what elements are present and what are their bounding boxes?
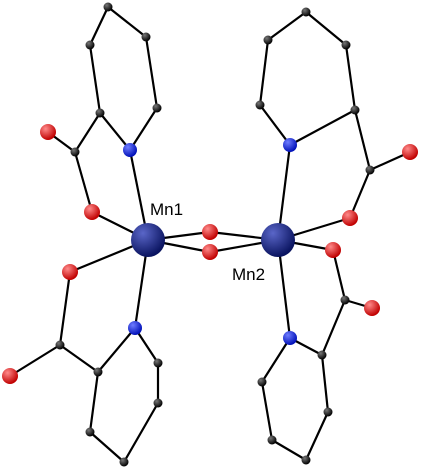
nitrogen-atom-n2 <box>128 321 142 335</box>
bond-c19-c20 <box>260 380 274 442</box>
bond-o9-cc4 <box>331 248 347 302</box>
oxygen-atom-o1 <box>40 124 56 140</box>
carbon-atom-c6 <box>93 367 103 377</box>
oxygen-atom-o3 <box>202 224 218 240</box>
oxygen-atom-o4 <box>202 244 218 260</box>
bond-c6-c7 <box>88 370 100 434</box>
bond-cc1-o2 <box>73 150 94 214</box>
carbon-atom-c2 <box>141 32 151 42</box>
carbon-atom-c17 <box>323 407 333 417</box>
oxygen-atom-o9 <box>325 242 341 258</box>
bond-c7-c8 <box>88 430 126 464</box>
oxygen-atom-o5 <box>62 264 78 280</box>
oxygen-atom-o6 <box>2 368 18 384</box>
mn1-label: Mn1 <box>150 200 184 219</box>
bond-c14-n3 <box>288 108 357 147</box>
nitrogen-atom-n4 <box>283 331 297 345</box>
carbon-atom-c16 <box>317 350 327 360</box>
carbon-atom-c15 <box>255 100 265 110</box>
bond-cc4-c16 <box>320 298 347 357</box>
oxygen-atom-o7 <box>402 144 418 160</box>
carbon-atom-c19 <box>267 435 277 445</box>
bond-n3-c15 <box>258 103 292 147</box>
carbon-atom-c5 <box>85 40 95 50</box>
bond-c4-cc1 <box>73 111 102 154</box>
oxygen-atom-o10 <box>364 300 380 316</box>
atoms-layer <box>2 2 418 467</box>
mn2-label: Mn2 <box>232 265 266 284</box>
bond-c5-c1 <box>88 5 110 47</box>
bond-c13-c14 <box>344 43 357 112</box>
carbon-atom-c18 <box>301 455 311 465</box>
nitrogen-atom-n3 <box>283 138 297 152</box>
bond-c2-c3 <box>144 35 159 110</box>
manganese-atom-mn2 <box>261 223 295 257</box>
carbon-atom-c7 <box>85 427 95 437</box>
carbon-atom-cc3 <box>365 165 375 175</box>
bond-c20-n4 <box>260 336 292 384</box>
carbon-atom-cc2 <box>55 340 65 350</box>
bond-c18-c19 <box>270 438 308 462</box>
bond-c8-c9 <box>122 401 160 464</box>
bond-c3-n1 <box>128 106 159 152</box>
nitrogen-atom-n1 <box>123 143 137 157</box>
carbon-atom-c11 <box>263 35 273 45</box>
carbon-atom-cc4 <box>340 295 350 305</box>
carbon-atom-c20 <box>257 377 267 387</box>
bond-c12-c13 <box>304 10 348 47</box>
bond-c16-c17 <box>320 353 330 414</box>
bond-c14-cc3 <box>353 108 372 172</box>
carbon-atom-c8 <box>119 457 129 467</box>
bond-c17-c18 <box>304 410 330 462</box>
bond-c1-c2 <box>106 5 148 39</box>
bond-n2-c6 <box>96 326 137 374</box>
carbon-atom-c4 <box>95 108 105 118</box>
carbon-atom-c10 <box>153 358 163 368</box>
bond-o5-cc2 <box>58 270 72 347</box>
bond-cc2-o6 <box>8 343 62 378</box>
carbon-atom-c14 <box>350 105 360 115</box>
bond-c15-c11 <box>258 38 270 107</box>
oxygen-atom-o8 <box>342 210 358 226</box>
bond-c11-c12 <box>266 10 308 42</box>
bond-cc2-c6 <box>58 343 100 374</box>
carbon-atom-cc1 <box>70 147 80 157</box>
oxygen-atom-o2 <box>84 204 100 220</box>
manganese-atom-mn1 <box>131 223 165 257</box>
carbon-atom-c1 <box>103 2 113 12</box>
bond-cc3-o8 <box>348 168 372 220</box>
carbon-atom-c13 <box>341 40 351 50</box>
carbon-atom-c9 <box>153 398 163 408</box>
bond-c4-c5 <box>88 43 102 115</box>
carbon-atom-c12 <box>301 7 311 17</box>
carbon-atom-c3 <box>152 103 162 113</box>
bond-n1-c4 <box>98 111 132 152</box>
